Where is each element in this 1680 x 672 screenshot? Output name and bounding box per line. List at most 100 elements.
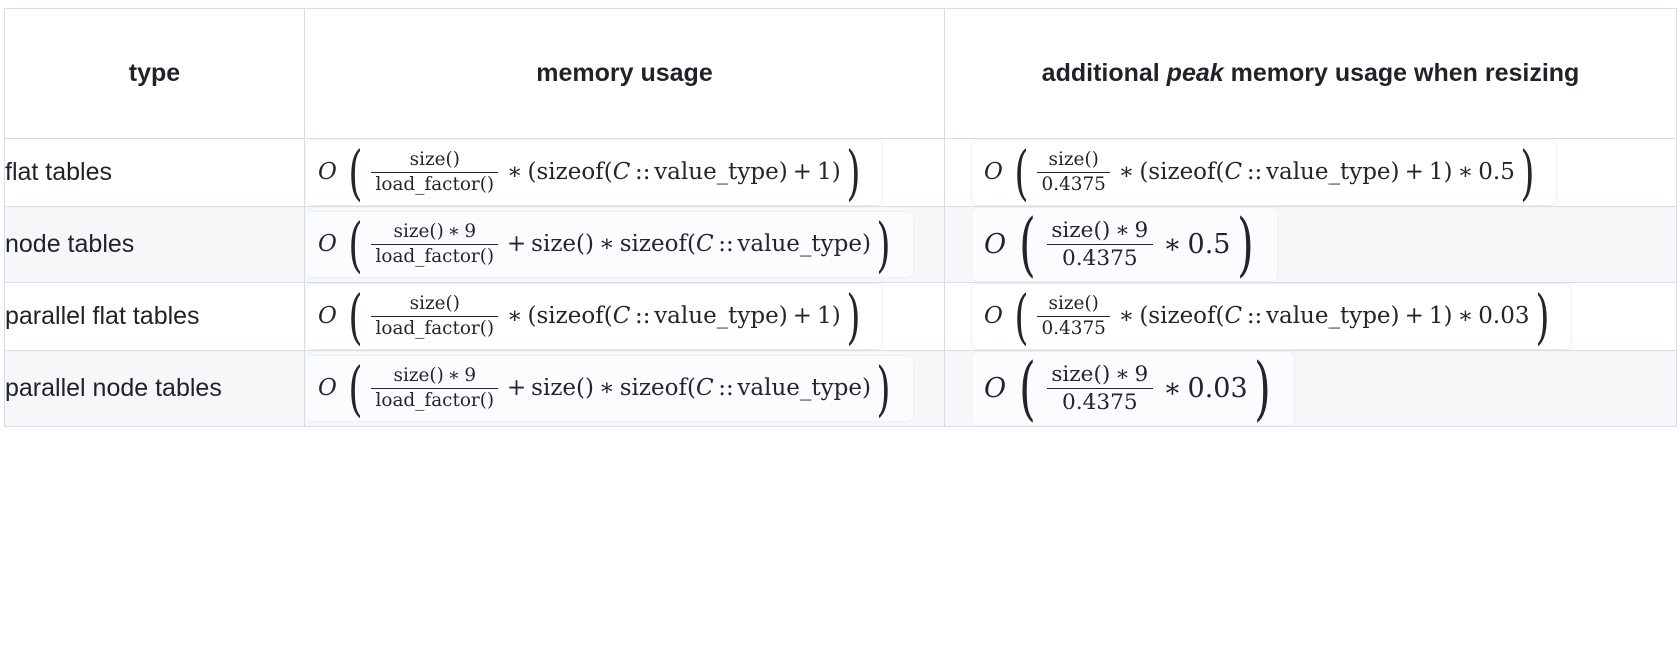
math-constant: 1 <box>1428 302 1444 329</box>
math-scope-operator: :: <box>1246 158 1263 185</box>
math-paren-open-2: ( <box>603 158 613 185</box>
fraction-numerator: size()∗9 <box>1047 361 1153 387</box>
fraction-denominator: 0.4375 <box>1041 173 1106 195</box>
cell-peak-memory: O ( size() 0.4375 ∗ (sizeof(C::value_typ… <box>944 138 1677 208</box>
math-constant-9: 9 <box>464 365 477 387</box>
math-operator-times-2: ∗ <box>599 374 615 401</box>
column-header-peak-memory: additional peak memory usage when resizi… <box>944 8 1677 139</box>
column-header-type: type <box>4 8 305 139</box>
cell-peak-memory: O ( size()∗9 0.4375 ∗ 0.5 ) <box>944 205 1677 286</box>
math-symbol-O: O <box>984 302 1003 329</box>
math-type-member: value_type <box>737 374 862 401</box>
math-operator-plus: + <box>1404 302 1424 329</box>
math-formula-box: O ( size()∗9 0.4375 ∗ 0.5 ) <box>971 205 1278 286</box>
table-body: flat tables O ( size() load_factor() ∗ (… <box>4 138 1677 430</box>
math-symbol-O: O <box>318 302 337 329</box>
fraction-numerator: size() <box>409 293 460 315</box>
fraction: size()∗9 0.4375 <box>1046 217 1153 270</box>
math-operator-plus: + <box>792 158 813 185</box>
math-sizeof: sizeof <box>1148 158 1216 185</box>
math-sizeof: sizeof <box>1148 302 1216 329</box>
math-scope-operator: :: <box>718 230 734 257</box>
math-size-call: size() <box>393 221 444 243</box>
math-symbol-O: O <box>984 228 1007 260</box>
fraction-bar <box>1037 315 1110 317</box>
paren-right-icon: ) <box>846 283 861 352</box>
fraction: size() load_factor() <box>371 150 499 195</box>
math-paren-close: ) <box>831 302 841 329</box>
math-scope-operator: :: <box>718 374 734 401</box>
math-paren-close-2: ) <box>1390 158 1400 185</box>
math-expression: O ( size() 0.4375 ∗ (sizeof(C::value_typ… <box>984 139 1542 208</box>
math-constant-9: 9 <box>464 221 477 243</box>
math-sizeof: sizeof <box>619 230 687 257</box>
math-size-call-2: size() <box>531 230 594 257</box>
math-sizeof: sizeof <box>536 158 604 185</box>
header-peak-emphasis: peak <box>1166 58 1224 87</box>
math-operator-plus: + <box>1404 158 1424 185</box>
math-constant-9: 9 <box>1134 361 1149 387</box>
math-operator-times: ∗ <box>1118 302 1135 329</box>
table-row: parallel node tables O ( size()∗9 load_f… <box>4 349 1677 430</box>
math-type-class: C <box>612 302 631 329</box>
math-sizeof: sizeof <box>536 302 604 329</box>
math-operator-times: ∗ <box>447 365 461 387</box>
math-type-member: value_type <box>1265 158 1391 185</box>
math-constant: 1 <box>1428 158 1444 185</box>
math-paren-close-2: ) <box>778 158 788 185</box>
math-operator-plus: + <box>506 374 527 401</box>
fraction-denominator: load_factor() <box>375 245 495 267</box>
math-paren-open-2: ( <box>686 230 696 257</box>
math-operator-times-2: ∗ <box>1457 158 1474 185</box>
math-formula-box: O ( size() 0.4375 ∗ (sizeof(C::value_typ… <box>971 282 1573 352</box>
math-factor: 0.5 <box>1478 158 1515 185</box>
cell-type: parallel flat tables <box>4 281 305 351</box>
math-symbol-O: O <box>318 230 337 257</box>
fraction-numerator: size()∗9 <box>389 366 480 387</box>
paren-right-icon: ) <box>1254 349 1271 430</box>
paren-right-icon: ) <box>1236 205 1254 286</box>
fraction-denominator: load_factor() <box>375 173 495 195</box>
paren-right-icon: ) <box>846 139 861 208</box>
cell-memory-usage: O ( size()∗9 load_factor() + size() ∗ si… <box>304 205 945 283</box>
cell-peak-memory: O ( size()∗9 0.4375 ∗ 0.03 ) <box>944 349 1677 430</box>
math-paren-open-2: ( <box>686 374 696 401</box>
math-constant: 1 <box>817 158 832 185</box>
math-paren-open: ( <box>527 302 537 329</box>
math-constant-9: 9 <box>1134 217 1149 243</box>
math-paren-open: ( <box>1139 302 1149 329</box>
math-size-call-2: size() <box>531 374 594 401</box>
math-type-class: C <box>695 230 714 257</box>
math-operator-times: ∗ <box>447 221 461 243</box>
math-paren-close-2: ) <box>861 374 871 401</box>
paren-right-icon: ) <box>1520 139 1535 208</box>
math-paren-open: ( <box>527 158 537 185</box>
math-operator-times-2: ∗ <box>1163 228 1182 260</box>
math-formula-box: O ( size() load_factor() ∗ (sizeof(C::va… <box>305 282 884 352</box>
math-type-member: value_type <box>654 302 779 329</box>
fraction-bar <box>371 315 499 317</box>
math-paren-close: ) <box>831 158 841 185</box>
math-type-class: C <box>695 374 714 401</box>
cell-type: node tables <box>4 205 305 283</box>
math-operator-times-2: ∗ <box>599 230 615 257</box>
paren-right-icon: ) <box>876 355 891 424</box>
math-factor: 0.03 <box>1187 372 1248 404</box>
math-constant: 1 <box>817 302 832 329</box>
math-symbol-O: O <box>318 158 337 185</box>
math-factor: 0.03 <box>1478 302 1530 329</box>
math-paren-close-2: ) <box>1390 302 1400 329</box>
math-symbol-O: O <box>984 158 1003 185</box>
paren-right-icon: ) <box>876 211 891 280</box>
math-expression: O ( size() load_factor() ∗ (sizeof(C::va… <box>318 139 868 208</box>
table-row: parallel flat tables O ( size() load_fac… <box>4 281 1677 352</box>
fraction: size()∗9 0.4375 <box>1046 361 1153 414</box>
math-type-member: value_type <box>654 158 779 185</box>
fraction-bar <box>371 171 499 173</box>
paren-left-icon: ( <box>1014 283 1029 352</box>
math-formula-box: O ( size()∗9 0.4375 ∗ 0.03 ) <box>971 349 1296 430</box>
math-scope-operator: :: <box>1246 302 1263 329</box>
math-type-class: C <box>612 158 631 185</box>
fraction-numerator: size()∗9 <box>389 222 480 243</box>
